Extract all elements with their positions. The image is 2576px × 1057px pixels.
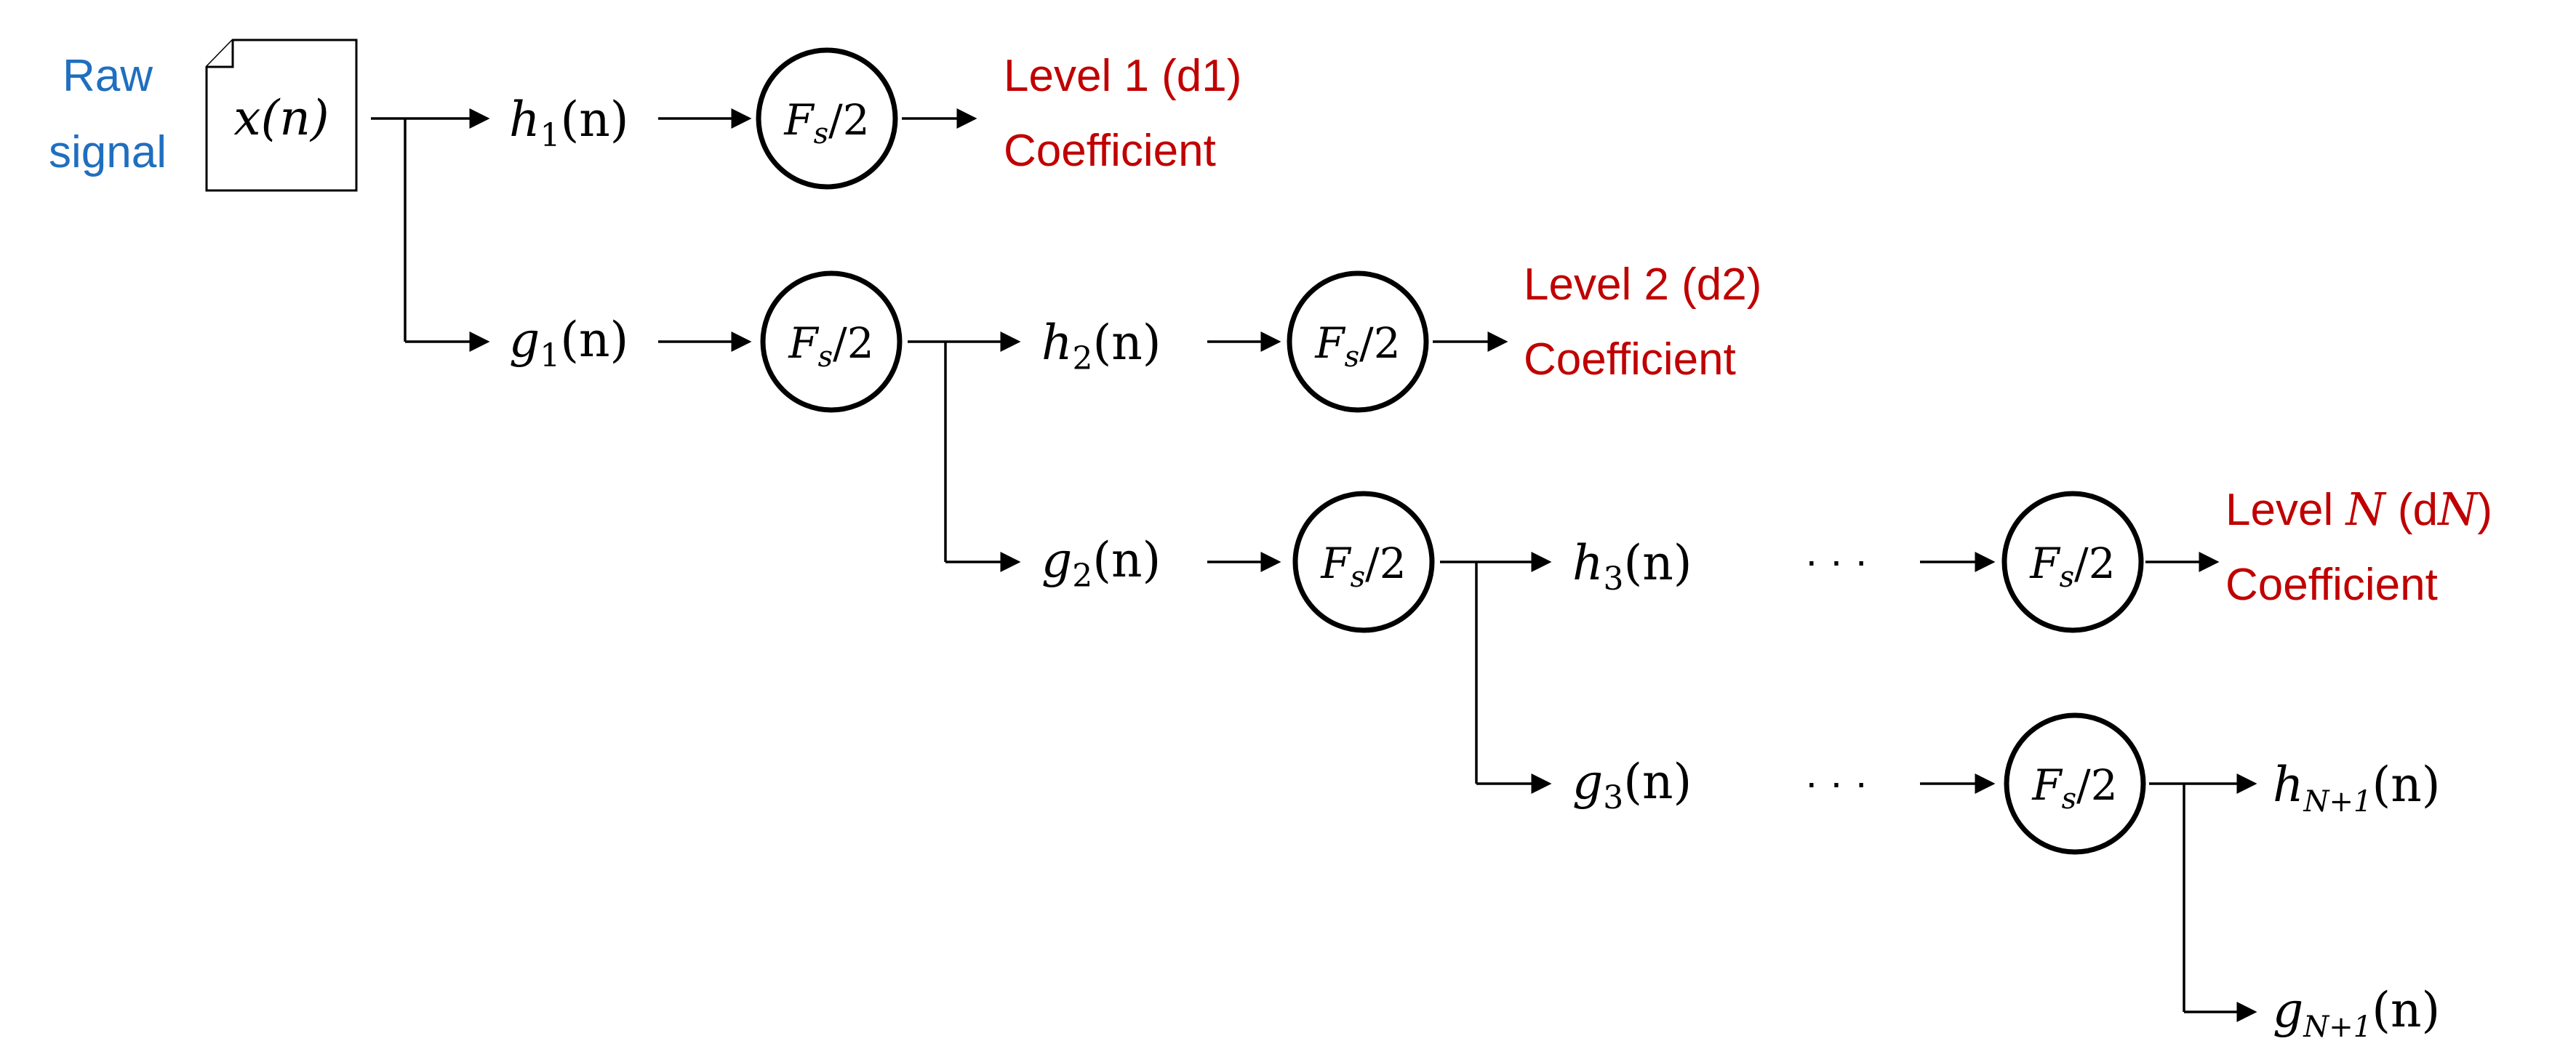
level-2-title: Level 2 (d2) [1524, 260, 1761, 310]
filter-g2: g2(n) [1041, 532, 1161, 595]
ellipsis-lower: · · · [1804, 759, 1868, 805]
downsampler-2: Fs/2 [760, 270, 903, 413]
raw-signal-label-line1: Raw [63, 51, 153, 101]
svg-text:Fs/2: Fs/2 [1314, 318, 1400, 374]
level-n-title: Level N (dN) [2225, 483, 2492, 536]
filter-h-n-plus-1: hN+1(n) [2273, 757, 2441, 819]
filter-h3: h3(n) [1572, 535, 1692, 598]
svg-text:Fs/2: Fs/2 [783, 95, 869, 150]
svg-text:Fs/2: Fs/2 [788, 318, 873, 374]
document-fold [207, 40, 234, 68]
filter-g3: g3(n) [1572, 754, 1692, 816]
raw-signal-label-line2: signal [49, 127, 167, 177]
level-1-title: Level 1 (d1) [1004, 51, 1241, 101]
downsampler-6: Fs/2 [2004, 712, 2146, 855]
downsampler-1: Fs/2 [756, 47, 898, 190]
level-1-coefficient: Coefficient [1004, 126, 1216, 176]
svg-text:Fs/2: Fs/2 [1320, 539, 1406, 594]
svg-text:Fs/2: Fs/2 [2029, 539, 2115, 594]
filter-g1: g1(n) [509, 312, 628, 374]
svg-text:Fs/2: Fs/2 [2031, 760, 2117, 816]
level-n-coefficient: Coefficient [2225, 560, 2438, 610]
connectors [371, 108, 2257, 1022]
level-2-coefficient: Coefficient [1524, 334, 1736, 385]
downsampler-5: Fs/2 [2001, 491, 2144, 633]
downsampler-4: Fs/2 [1292, 491, 1435, 633]
filter-g-n-plus-1: gN+1(n) [2273, 982, 2440, 1044]
filter-h1: h1(n) [509, 92, 629, 154]
input-signal-x: x(n) [233, 90, 329, 146]
downsampler-3: Fs/2 [1287, 270, 1429, 413]
ellipsis-upper: · · · [1804, 537, 1868, 583]
filter-h2: h2(n) [1041, 315, 1161, 377]
